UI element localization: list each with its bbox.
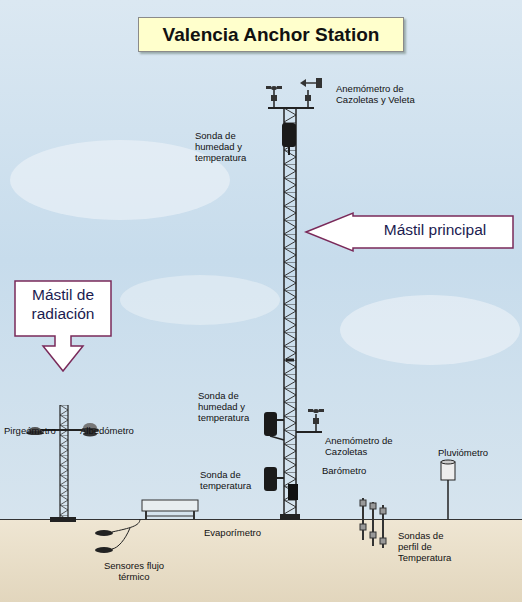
instrument-label: Anemómetro de Cazoletas — [325, 436, 405, 458]
instrument-label: Sensores flujo térmico — [100, 561, 168, 583]
callout-text: Mástil principal — [363, 221, 507, 240]
instrument-label: Anemómetro de Cazoletas y Veleta — [336, 84, 420, 106]
callout-arrow: Mástil principal — [305, 212, 515, 252]
instrument-label: Evaporímetro — [204, 528, 274, 539]
title-box: Valencia Anchor Station — [138, 17, 404, 52]
instrument-label: Sondas de perfil de Temperatura — [398, 531, 464, 564]
instrument-label: Barómetro — [322, 466, 382, 477]
callout-text: Mástil de radiación — [18, 286, 108, 323]
instrument-label: Sonda de humedad y temperatura — [198, 391, 262, 424]
instrument-label: Pirgeómetro — [4, 426, 64, 437]
instrument-label: Sonda de temperatura — [200, 470, 260, 492]
instrument-label: Albedómetro — [80, 426, 150, 437]
instrument-label: Sonda de humedad y temperatura — [195, 131, 265, 164]
callout-arrow: Mástil de radiación — [14, 280, 112, 372]
instrument-label: Pluviómetro — [438, 448, 508, 459]
